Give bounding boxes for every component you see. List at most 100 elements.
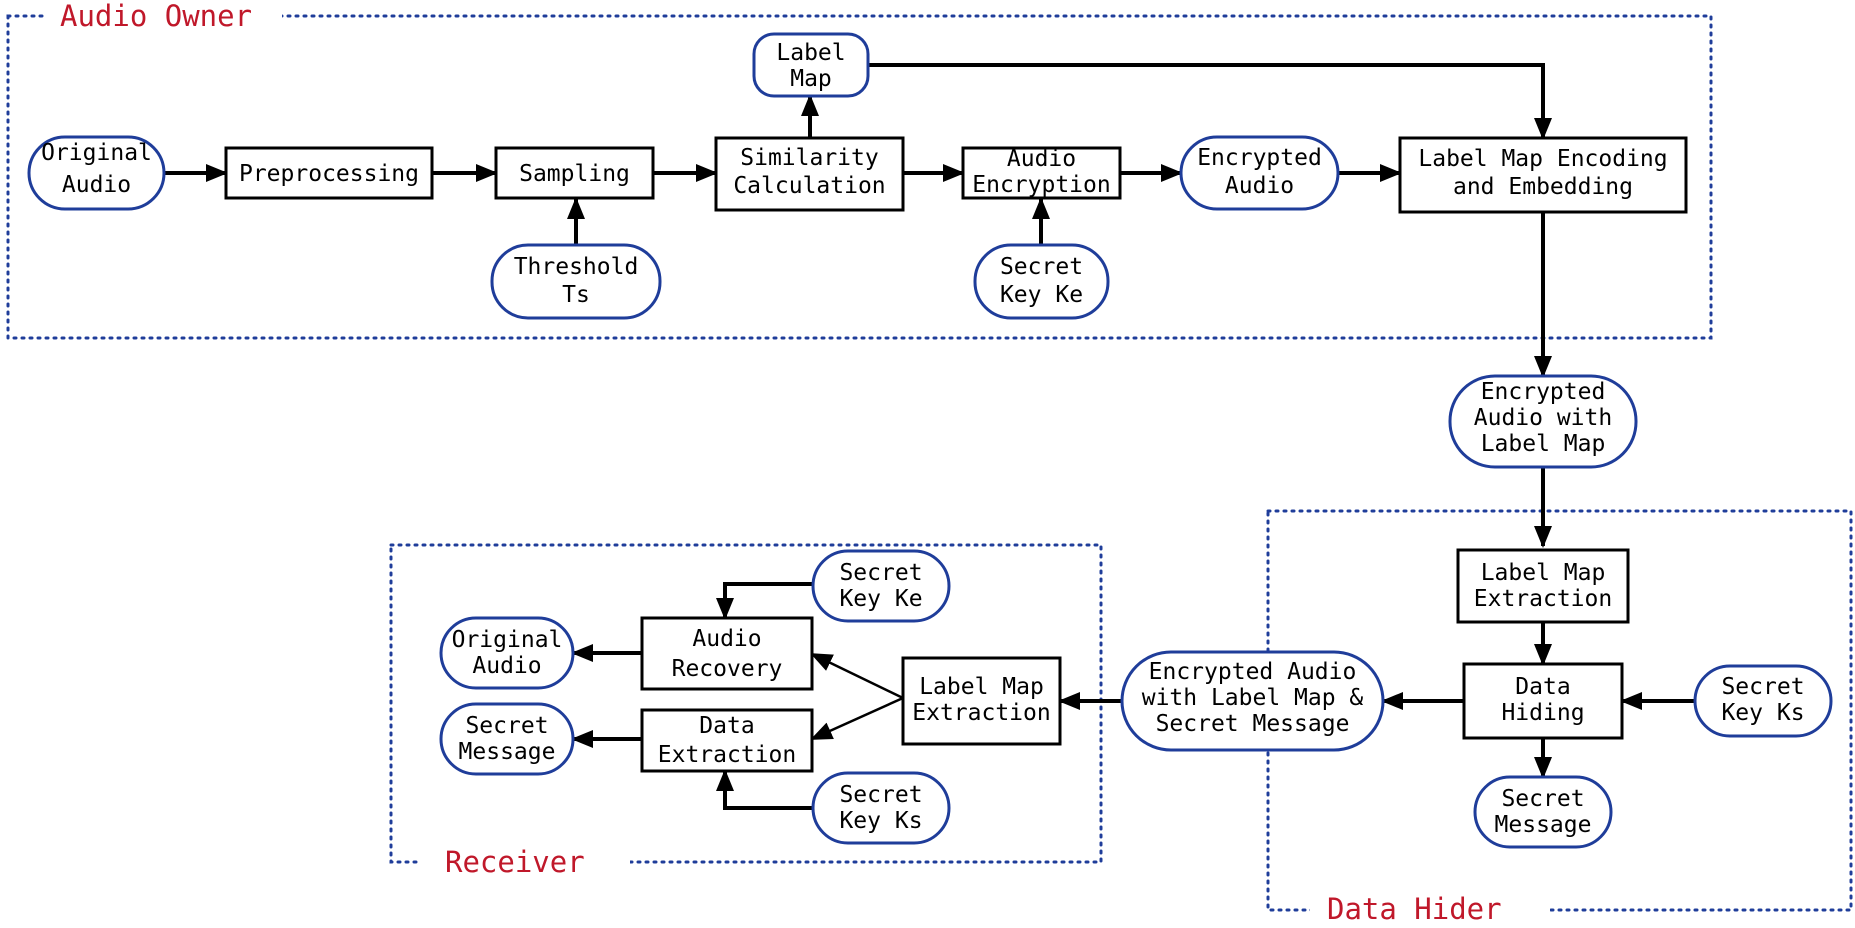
node-enc-audio-lm-line-2: Audio with	[1474, 405, 1612, 431]
node-enc-audio-lm-msg-line-3: Secret Message	[1156, 711, 1350, 737]
node-preprocessing: Preprocessing	[224, 146, 434, 200]
node-original-audio-out-shape	[439, 616, 575, 690]
region-data-hider: Data Hider	[1266, 509, 1853, 928]
node-label-map-shape	[752, 32, 870, 98]
node-secret-message-out-shape	[439, 702, 575, 776]
node-lm-extraction-recv: Label Map Extraction	[901, 656, 1062, 746]
node-enc-audio-lm-line-3: Label Map	[1481, 431, 1606, 457]
node-encrypted-audio-line-1: Encrypted	[1197, 145, 1322, 171]
node-secret-message-hider: Secret Message	[1473, 775, 1613, 849]
node-enc-audio-lm-msg-line-2: with Label Map &	[1142, 685, 1364, 711]
node-audio-encryption: Audio Encryption	[961, 146, 1122, 200]
node-lm-encoding-shape	[1398, 136, 1688, 214]
node-data-extraction-shape	[640, 708, 814, 773]
node-enc-audio-lm-line-1: Encrypted	[1481, 379, 1606, 405]
node-lm-extraction-recv-shape	[901, 656, 1062, 746]
node-similarity-line-1: Similarity	[740, 145, 878, 171]
node-lm-extraction-recv-line-2: Extraction	[912, 700, 1050, 726]
region-receiver-border	[389, 543, 1103, 864]
node-data-hiding-shape	[1462, 662, 1624, 740]
node-secret-message-hider-shape	[1473, 775, 1613, 849]
node-encrypted-audio-shape	[1179, 135, 1340, 211]
node-enc-audio-lm-shape	[1448, 374, 1638, 469]
node-original-audio-line-1: Original	[41, 140, 152, 166]
node-original-audio-out-line-1: Original	[452, 627, 563, 653]
node-sampling-shape	[494, 146, 655, 200]
node-audio-encryption-line-2: Encryption	[972, 172, 1110, 198]
node-audio-encryption-line-1: Audio	[1007, 146, 1076, 172]
node-original-audio-out: Original Audio	[439, 616, 575, 690]
edges	[164, 63, 1695, 810]
node-secret-key-ke-top: Secret Key Ke	[973, 243, 1110, 320]
node-audio-recovery-line-1: Audio	[692, 626, 761, 652]
arrow-lmextraction-to-recovery	[810, 652, 904, 700]
node-original-audio-out-line-2: Audio	[472, 653, 541, 679]
node-label-map-line-2: Map	[790, 66, 832, 92]
node-secret-message-out-line-2: Message	[459, 739, 556, 765]
node-lm-extraction-hider-line-1: Label Map	[1481, 560, 1606, 586]
node-data-hiding-line-2: Hiding	[1501, 700, 1584, 726]
node-similarity-shape	[714, 136, 905, 212]
node-data-extraction: Data Extraction	[640, 708, 814, 773]
node-encrypted-audio: Encrypted Audio	[1179, 135, 1340, 211]
node-encrypted-audio-line-2: Audio	[1225, 173, 1294, 199]
node-secret-key-ks-hider-line-2: Key Ks	[1721, 700, 1804, 726]
node-audio-encryption-shape	[961, 146, 1122, 200]
node-threshold-line-2: Ts	[562, 282, 590, 308]
node-lm-extraction-hider-line-2: Extraction	[1474, 586, 1612, 612]
node-secret-key-ks-recv: Secret Key Ks	[811, 771, 951, 845]
node-audio-recovery-shape	[640, 616, 814, 691]
node-secret-key-ke-top-line-2: Key Ke	[1000, 282, 1083, 308]
node-secret-key-ks-hider: Secret Key Ks	[1693, 664, 1833, 738]
node-audio-recovery-line-2: Recovery	[672, 656, 783, 682]
node-secret-key-ke-top-shape	[973, 243, 1110, 320]
node-secret-key-ke-recv-line-1: Secret	[839, 560, 922, 586]
node-secret-key-ke-recv: Secret Key Ke	[811, 549, 951, 623]
arrow-lmextraction-to-extraction	[810, 696, 904, 741]
group-label-audio-owner: Audio Owner	[60, 0, 252, 33]
node-lm-encoding-line-1: Label Map Encoding	[1418, 146, 1667, 172]
node-secret-key-ks-recv-line-1: Secret	[839, 782, 922, 808]
arrow-keyks-to-extraction	[716, 769, 813, 810]
group-label-receiver: Receiver	[445, 845, 585, 879]
node-sampling: Sampling	[494, 146, 655, 200]
arrow-keyke-to-recovery	[716, 582, 813, 620]
node-secret-message-out: Secret Message	[439, 702, 575, 776]
node-secret-message-out-line-1: Secret	[465, 713, 548, 739]
node-enc-audio-lm-msg-shape	[1120, 650, 1385, 752]
node-enc-audio-lm-msg-line-1: Encrypted Audio	[1149, 659, 1357, 685]
arrow-labelmap-to-encoding	[868, 63, 1552, 140]
node-lm-extraction-hider: Label Map Extraction	[1456, 548, 1630, 624]
node-similarity-line-2: Calculation	[733, 173, 885, 199]
node-preprocessing-line-1: Preprocessing	[239, 161, 419, 187]
node-secret-key-ke-recv-line-2: Key Ke	[839, 586, 922, 612]
node-similarity: Similarity Calculation	[714, 136, 905, 212]
region-receiver: Receiver	[389, 543, 1103, 888]
node-label-map: Label Map	[752, 32, 870, 98]
node-threshold-line-1: Threshold	[514, 254, 639, 280]
region-audio-owner: Audio Owner	[6, 0, 1713, 340]
node-lm-extraction-hider-shape	[1456, 548, 1630, 624]
node-label-map-line-1: Label	[776, 40, 845, 66]
node-secret-key-ke-top-line-1: Secret	[1000, 254, 1083, 280]
node-original-audio-line-2: Audio	[62, 172, 131, 198]
region-audio-owner-border	[6, 14, 1713, 340]
node-secret-key-ks-recv-shape	[811, 771, 951, 845]
group-label-data-hider: Data Hider	[1327, 892, 1502, 926]
node-secret-message-hider-line-1: Secret	[1501, 786, 1584, 812]
node-data-hiding: Data Hiding	[1462, 662, 1624, 740]
node-audio-recovery: Audio Recovery	[640, 616, 814, 691]
region-data-hider-border	[1266, 509, 1853, 912]
node-data-extraction-line-2: Extraction	[658, 742, 796, 768]
node-data-extraction-line-1: Data	[699, 713, 754, 739]
node-secret-key-ks-recv-line-2: Key Ks	[839, 808, 922, 834]
node-original-audio: Original Audio	[27, 135, 166, 211]
node-secret-message-hider-line-2: Message	[1495, 812, 1592, 838]
node-lm-encoding-line-2: and Embedding	[1453, 174, 1633, 200]
nodes: Original Audio Preprocessing Sampling Th…	[27, 32, 1833, 849]
node-secret-key-ks-hider-line-1: Secret	[1721, 674, 1804, 700]
node-lm-extraction-recv-line-1: Label Map	[919, 674, 1044, 700]
node-enc-audio-lm: Encrypted Audio with Label Map	[1448, 374, 1638, 469]
node-threshold: Threshold Ts	[490, 243, 662, 320]
